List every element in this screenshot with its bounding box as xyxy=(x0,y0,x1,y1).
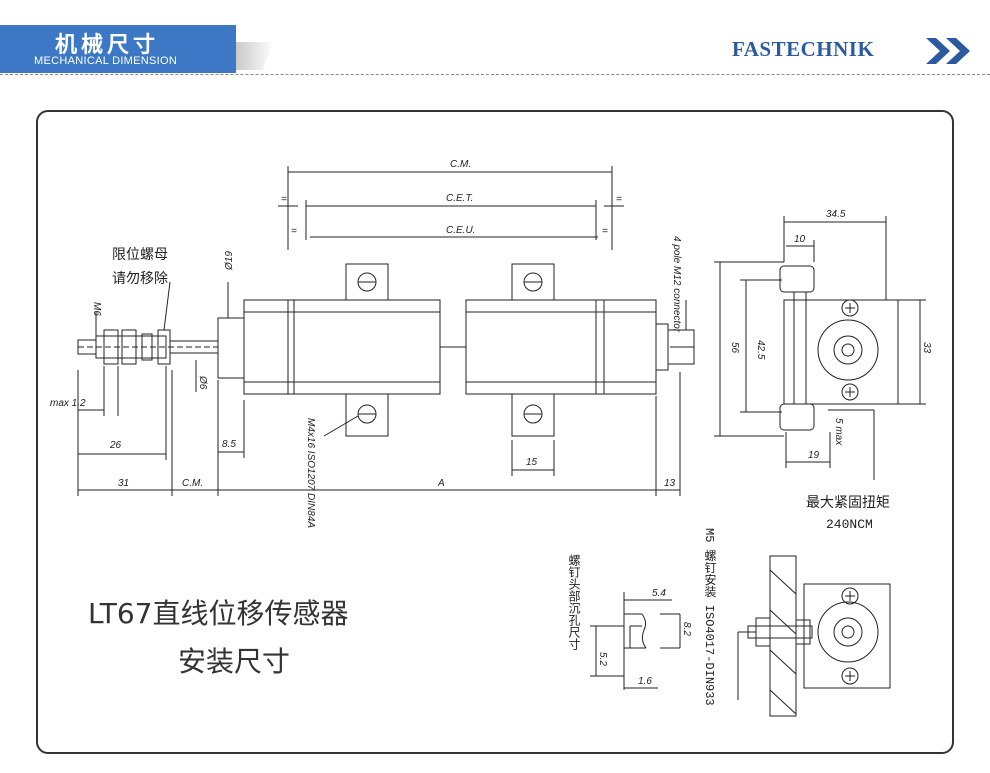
label-85: 8.5 xyxy=(222,439,236,450)
limit-nut-note-2: 请勿移除 xyxy=(112,271,168,287)
label-54: 5.4 xyxy=(652,588,666,599)
label-a: A xyxy=(437,478,445,489)
label-d6: Ø6 xyxy=(197,375,208,390)
label-eq-3: = xyxy=(616,194,622,205)
torque-note-1: 最大紧固扭矩 xyxy=(806,495,890,511)
brand-logo: FASTECHNIK xyxy=(732,37,875,61)
product-subtitle: 安装尺寸 xyxy=(178,645,291,678)
header-title: 机械尺寸 xyxy=(55,33,160,58)
label-eq-4: = xyxy=(602,226,608,237)
drawing-frame xyxy=(36,110,954,754)
label-5max: 5 max xyxy=(833,418,844,446)
label-ceu: C.E.U. xyxy=(446,225,475,236)
label-425: 42.5 xyxy=(755,340,766,360)
label-19b: 19 xyxy=(808,450,820,461)
label-eq-2: = xyxy=(291,226,297,237)
label-max12: max 1.2 xyxy=(50,398,86,409)
header-badge xyxy=(0,25,236,73)
torque-note-2: 240NCM xyxy=(826,517,873,532)
header-divider xyxy=(0,74,990,75)
label-connector: 4 pole M12 connector xyxy=(671,236,682,333)
label-eq-1: = xyxy=(281,194,287,205)
screw-head-note: 螺钉头部沉孔尺寸 xyxy=(567,554,581,650)
label-m6: M6 xyxy=(91,302,102,316)
product-title: LT67直线位移传感器 xyxy=(88,597,349,630)
label-d19: Ø19 xyxy=(224,251,235,271)
label-cet: C.E.T. xyxy=(446,193,473,204)
label-13: 13 xyxy=(664,478,676,489)
label-16: 1.6 xyxy=(638,676,652,687)
label-screw-spec: M4x16 ISO1207 DIN84A xyxy=(305,418,316,528)
label-82: 8.2 xyxy=(681,622,692,636)
label-33: 33 xyxy=(921,342,932,354)
double-chevron-icon xyxy=(926,38,970,64)
label-345: 34.5 xyxy=(826,209,846,220)
screw-install-note: M5 螺钉安装 ISO4017-DIN933 xyxy=(702,528,716,706)
label-15: 15 xyxy=(526,457,538,468)
label-56: 56 xyxy=(729,342,740,354)
label-52: 5.2 xyxy=(597,652,608,666)
label-cm-bottom: C.M. xyxy=(182,478,203,489)
label-26: 26 xyxy=(109,440,122,451)
header-subtitle: MECHANICAL DIMENSION xyxy=(34,55,178,67)
label-cm-top: C.M. xyxy=(450,159,471,170)
label-31: 31 xyxy=(118,478,129,489)
limit-nut-note-1: 限位螺母 xyxy=(112,247,168,263)
label-10: 10 xyxy=(794,234,806,245)
